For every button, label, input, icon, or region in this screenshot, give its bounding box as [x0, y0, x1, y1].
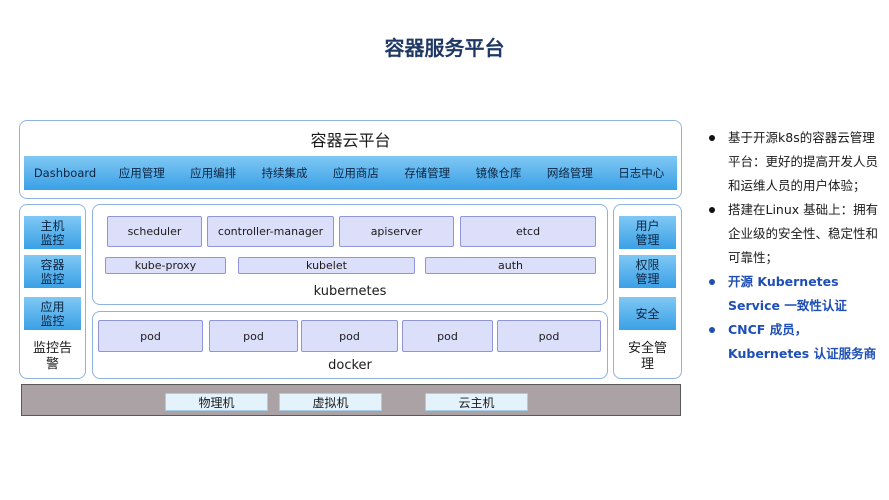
- monitoring-alert-label: 监控告警: [32, 341, 72, 372]
- apiserver-component: apiserver: [339, 216, 454, 247]
- permission-management-box: 权限管理: [619, 255, 676, 288]
- kube-proxy-component: kube-proxy: [105, 257, 226, 274]
- bullet-dot-icon: [709, 279, 715, 285]
- auth-component: auth: [425, 257, 596, 274]
- bullet-dot-icon: [709, 327, 715, 333]
- user-management-box: 用户管理: [619, 216, 676, 249]
- security-management-label: 安全管理: [627, 341, 667, 372]
- virtual-machine-box: 虚拟机: [279, 393, 382, 411]
- bullet-text: 搭建在Linux 基础上：拥有企业级的安全性、稳定性和可靠性；: [728, 202, 879, 265]
- bullet-item: 开源 Kubernetes Service 一致性认证: [707, 270, 883, 318]
- bullet-dot-icon: [709, 135, 715, 141]
- nav-item-storage-management[interactable]: 存储管理: [404, 166, 451, 180]
- bullet-item: CNCF 成员，Kubernetes 认证服务商: [707, 318, 883, 366]
- host-monitoring-box: 主机监控: [24, 216, 81, 249]
- bullet-text: CNCF 成员，Kubernetes 认证服务商: [728, 322, 877, 361]
- controller-manager-component: controller-manager: [207, 216, 334, 247]
- bullet-text: 开源 Kubernetes Service 一致性认证: [728, 274, 847, 313]
- bullet-dot-icon: [709, 207, 715, 213]
- nav-item-app-management[interactable]: 应用管理: [118, 166, 165, 180]
- app-monitoring-box: 应用监控: [24, 297, 81, 330]
- nav-item-app-orchestration[interactable]: 应用编排: [190, 166, 237, 180]
- kubelet-component: kubelet: [238, 257, 415, 274]
- pod-box: pod: [497, 320, 601, 352]
- docker-label: docker: [328, 358, 372, 373]
- nav-item-network-management[interactable]: 网络管理: [546, 166, 593, 180]
- physical-machine-box: 物理机: [165, 393, 268, 411]
- pod-box: pod: [209, 320, 298, 352]
- etcd-component: etcd: [460, 216, 596, 247]
- pod-box: pod: [301, 320, 398, 352]
- feature-bullet-list: 基于开源k8s的容器云管理平台：更好的提高开发人员和运维人员的用户体验； 搭建在…: [707, 126, 883, 366]
- container-monitoring-box: 容器监控: [24, 255, 81, 288]
- security-box: 安全: [619, 297, 676, 330]
- platform-title: 容器云平台: [310, 131, 391, 150]
- nav-item-log-center[interactable]: 日志中心: [618, 166, 665, 180]
- nav-item-continuous-integration[interactable]: 持续集成: [261, 166, 308, 180]
- cloud-host-box: 云主机: [425, 393, 528, 411]
- bullet-text: 基于开源k8s的容器云管理平台：更好的提高开发人员和运维人员的用户体验；: [728, 130, 879, 193]
- bullet-item: 搭建在Linux 基础上：拥有企业级的安全性、稳定性和可靠性；: [707, 198, 883, 270]
- pod-box: pod: [98, 320, 203, 352]
- nav-item-app-store[interactable]: 应用商店: [332, 166, 379, 180]
- nav-item-dashboard[interactable]: Dashboard: [33, 166, 97, 180]
- pod-box: pod: [402, 320, 493, 352]
- kubernetes-label: kubernetes: [313, 284, 387, 299]
- platform-nav-bar: Dashboard 应用管理 应用编排 持续集成 应用商店 存储管理 镜像仓库 …: [24, 156, 677, 190]
- nav-item-image-registry[interactable]: 镜像仓库: [475, 166, 522, 180]
- scheduler-component: scheduler: [107, 216, 202, 247]
- page-title: 容器服务平台: [384, 36, 505, 60]
- bullet-item: 基于开源k8s的容器云管理平台：更好的提高开发人员和运维人员的用户体验；: [707, 126, 883, 198]
